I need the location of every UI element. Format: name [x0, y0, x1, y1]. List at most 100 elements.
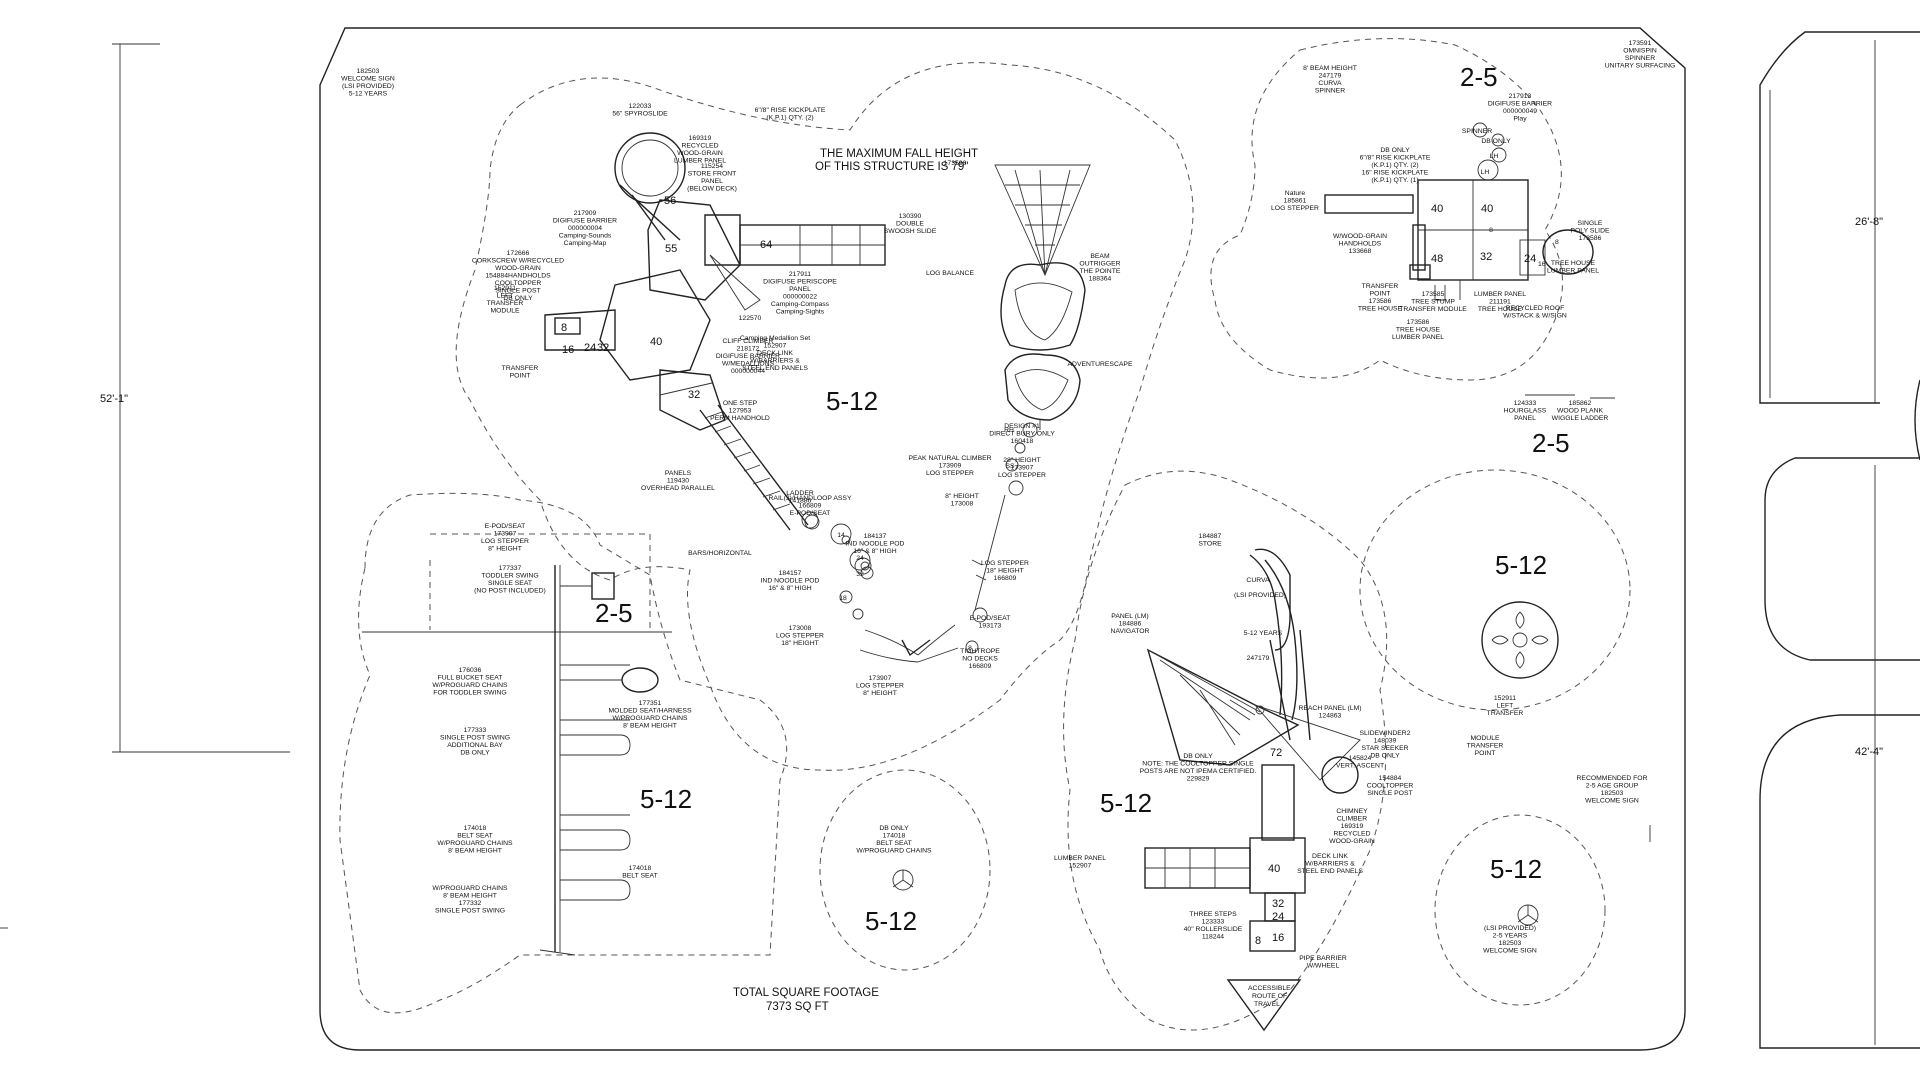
- svg-text:72: 72: [1270, 747, 1282, 759]
- component-label: ONE STEP: [723, 400, 758, 407]
- component-label: STEEL END PANELS: [742, 365, 808, 372]
- component-label: 152911: [1494, 695, 1516, 702]
- component-label: 119430: [667, 478, 689, 485]
- component-label: 217909: [574, 210, 597, 217]
- component-label: 000000022: [783, 294, 817, 301]
- component-label: LOG STEPPER: [776, 633, 824, 640]
- component-label: 217913: [1509, 93, 1532, 100]
- component-label: 18" HEIGHT: [781, 640, 819, 647]
- component-label: W/PROGUARD CHAINS: [432, 682, 508, 689]
- component-label: 000000044: [731, 368, 765, 375]
- play-structure-zone-south: [1063, 470, 1388, 1031]
- component-label: SINGLE POST: [1367, 790, 1412, 797]
- curva-spinner-right: [1517, 904, 1539, 926]
- component-label: LOG STEPPER: [481, 538, 529, 545]
- component-label: PEAK NATURAL CLIMBER: [908, 455, 991, 462]
- component-label: 173907: [1011, 465, 1034, 472]
- component-label: 173596: [944, 160, 967, 167]
- component-label: 173907: [494, 531, 517, 538]
- component-label: 182503: [357, 68, 380, 75]
- component-label: 8' BEAM HEIGHT: [623, 723, 677, 730]
- component-label: LOG STEPPER: [981, 560, 1029, 567]
- svg-text:24: 24: [1272, 911, 1284, 923]
- component-label: STORE: [1198, 541, 1222, 548]
- svg-text:16: 16: [562, 344, 574, 356]
- component-label: 8" HEIGHT: [945, 493, 979, 500]
- component-label: (LSI PROVIDED): [342, 83, 394, 90]
- component-label: 174018: [629, 865, 652, 872]
- component-label: 5-12 YEARS: [1244, 630, 1283, 637]
- component-label: 16" RISE KICKPLATE: [1362, 170, 1429, 177]
- component-label: 18: [839, 595, 847, 602]
- component-label: 141886: [789, 498, 812, 505]
- component-label: IND NOODLE POD: [846, 541, 905, 548]
- component-label: UNITARY SURFACING: [1605, 63, 1676, 70]
- component-label: POSTS ARE NOT IPEMA CERTIFIED.: [1140, 768, 1257, 775]
- age-zone-2-5: 2-5: [1460, 62, 1498, 92]
- component-label: 124333: [1514, 400, 1537, 407]
- component-label: 229829: [1187, 776, 1210, 783]
- component-label: 169319: [689, 135, 712, 142]
- component-label: OVERHEAD PARALLEL: [641, 485, 715, 492]
- component-label: (LSI PROVIDED): [1484, 925, 1536, 932]
- component-label: 173586: [1369, 298, 1392, 305]
- svg-text:55: 55: [665, 243, 677, 255]
- component-label: POINT: [1370, 291, 1391, 298]
- component-label: (K.P.1) QTY. (2): [1371, 162, 1418, 169]
- svg-text:32: 32: [1272, 898, 1284, 910]
- component-label: 173586: [1579, 235, 1602, 242]
- svg-text:8: 8: [1255, 935, 1261, 947]
- component-label: IND NOODLE POD: [761, 578, 820, 585]
- svg-text:16: 16: [1272, 932, 1284, 944]
- component-label: MOLDED SEAT/HARNESS: [609, 708, 692, 715]
- component-label: RECOMMENDED FOR: [1577, 775, 1648, 782]
- use-zones: [339, 38, 1631, 1031]
- component-label: E-POD/SEAT: [790, 510, 831, 517]
- component-label: 174018: [464, 825, 487, 832]
- component-label: STORE FRONT: [688, 171, 737, 178]
- component-label: 217911: [789, 271, 811, 278]
- component-label: 218172: [737, 346, 760, 353]
- svg-text:32: 32: [688, 389, 700, 401]
- omnispin-zone: [1359, 469, 1631, 711]
- component-label: PANEL: [1514, 415, 1536, 422]
- component-label: 8' BEAM HEIGHT: [1303, 65, 1357, 72]
- component-label: 152907: [764, 343, 787, 350]
- svg-text:40: 40: [1481, 203, 1493, 215]
- component-label: RH: [1004, 427, 1014, 434]
- component-label: 176036: [459, 667, 482, 674]
- component-label: TRANSFER: [1362, 283, 1399, 290]
- component-label: TREE STUMP: [1411, 299, 1455, 306]
- component-label: 8" HEIGHT: [488, 546, 522, 553]
- component-label: (K.P.1) QTY. (1): [1371, 177, 1418, 184]
- component-label: LUMBER PANEL: [1474, 291, 1526, 298]
- component-label: PERM HANDHOLD: [710, 415, 770, 422]
- component-label: DB ONLY: [879, 825, 909, 832]
- component-label: DB ONLY: [460, 750, 490, 757]
- component-label: 177337: [499, 565, 522, 572]
- component-label: W/STACK & W/SIGN: [1503, 313, 1567, 320]
- adjacent-building: [1759, 31, 1920, 1049]
- component-label: W/PROGUARD CHAINS: [612, 715, 688, 722]
- component-label: 173585: [1422, 291, 1445, 298]
- component-label: COOLTOPPER: [1367, 783, 1414, 790]
- component-label: SLIDEWINDER2: [1360, 730, 1411, 737]
- svg-text:TOTAL SQUARE FOOTAGE: TOTAL SQUARE FOOTAGE: [733, 987, 879, 999]
- component-label: 32: [856, 571, 864, 578]
- curva-spinner-zone-right: [1434, 814, 1606, 1006]
- component-label: BELT SEAT: [457, 833, 493, 840]
- svg-text:OF THIS STRUCTURE IS 79": OF THIS STRUCTURE IS 79": [815, 161, 968, 173]
- component-label: SS: [1005, 463, 1015, 470]
- component-label: 14: [837, 532, 845, 539]
- component-label: WELCOME SIGN: [341, 76, 395, 83]
- component-label: 124863: [1319, 713, 1342, 720]
- component-label: W/BARRIERS &: [1305, 861, 1355, 868]
- accessible-route-arrow: ACCESSIBLE ROUTE OF TRAVEL: [1226, 979, 1302, 1032]
- toddler-swing-zone: [362, 533, 672, 633]
- component-label: WELCOME SIGN: [1483, 948, 1537, 955]
- component-label: PIPE BARRIER: [1299, 955, 1347, 962]
- component-label: 2-5 AGE GROUP: [1586, 783, 1639, 790]
- component-label: 185862: [1569, 400, 1592, 407]
- curva-spinner-zone-left: [819, 769, 991, 971]
- site-boundary: [319, 27, 1686, 1051]
